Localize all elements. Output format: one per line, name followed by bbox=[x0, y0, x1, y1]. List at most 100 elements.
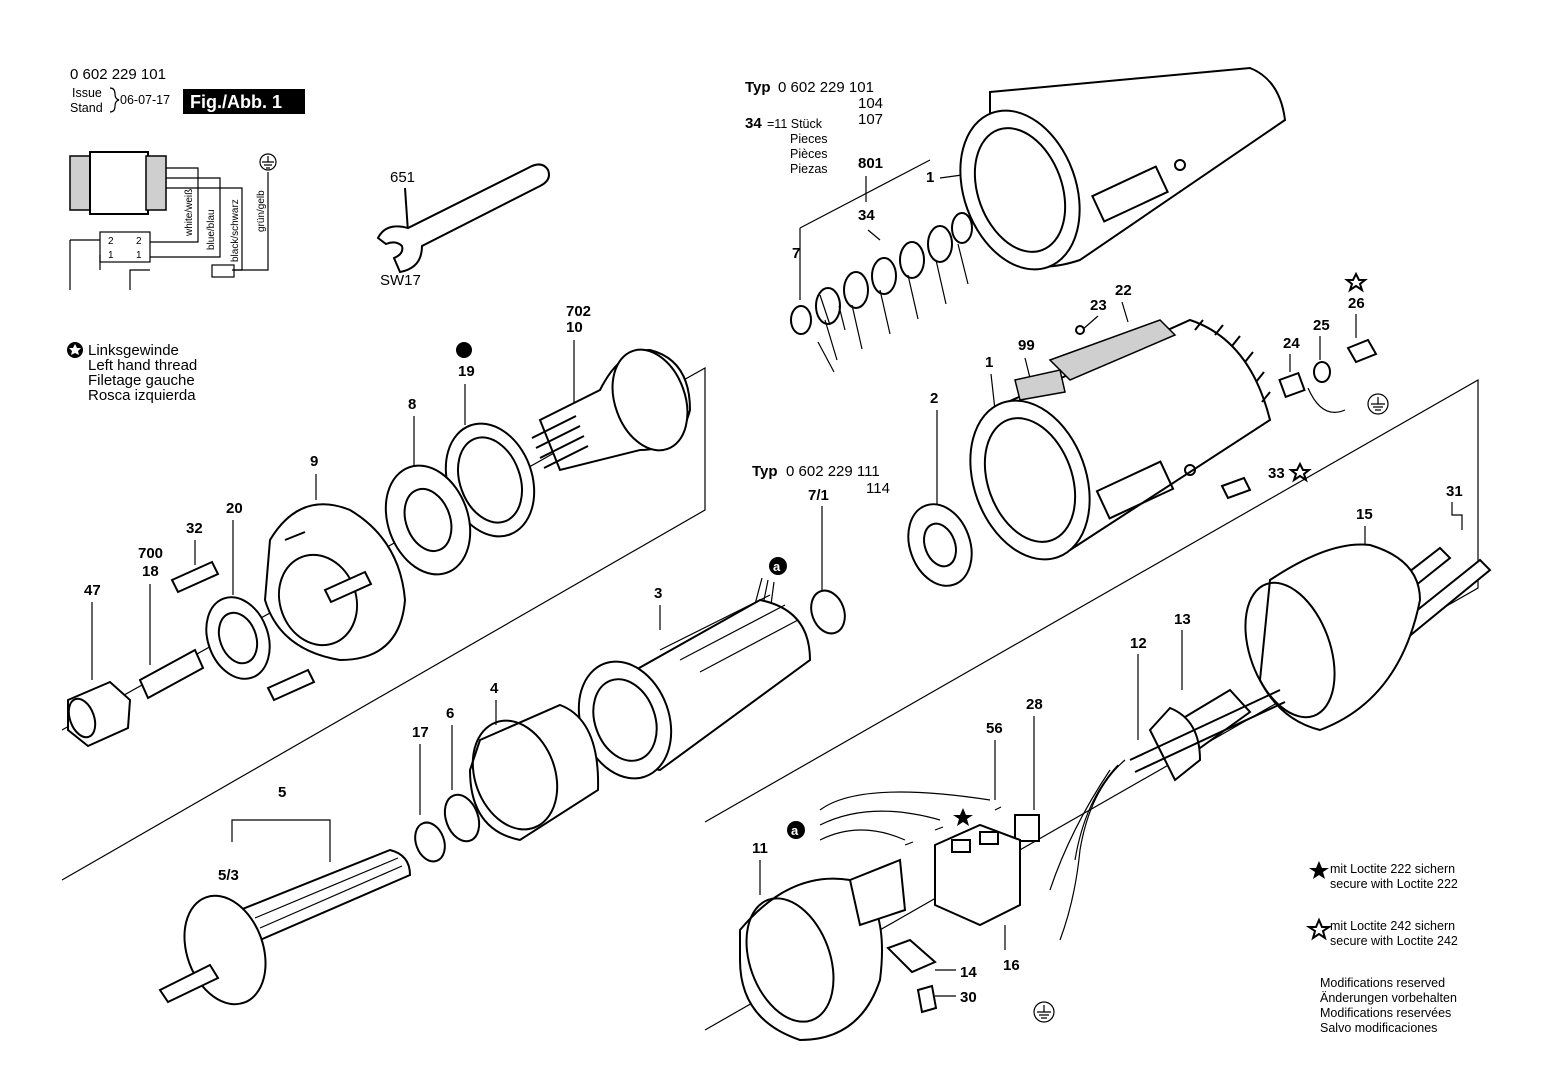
earth-lead bbox=[1307, 387, 1346, 413]
earth-icon-2 bbox=[1367, 393, 1389, 415]
loctite-222-note-icon bbox=[1309, 861, 1329, 879]
wiring-diagram: 2 2 1 1 white/weiß blue/blau black/schwa… bbox=[69, 151, 277, 290]
leaders-24-26 bbox=[1289, 314, 1357, 372]
callout-25: 25 bbox=[1313, 317, 1330, 334]
marker-a-1-text: a bbox=[773, 559, 781, 574]
callout-19: 19 bbox=[458, 363, 475, 380]
earth-symbol-2 bbox=[1371, 397, 1385, 411]
header: 0 602 229 101 Issue Stand 06-07-17 Fig./… bbox=[70, 66, 305, 115]
rotor-assembly: a a 3 4 6 17 5 5/3 bbox=[158, 557, 812, 1006]
callout-31: 31 bbox=[1446, 483, 1463, 500]
brush-ring-2 bbox=[843, 271, 869, 309]
open-end-wrench bbox=[376, 163, 550, 274]
callout-24: 24 bbox=[1283, 335, 1300, 352]
pieces-ref: 34 bbox=[745, 115, 762, 132]
armature-slots bbox=[254, 857, 403, 929]
type-104: 104 bbox=[858, 95, 883, 112]
loctite-222-de: mit Loctite 222 sichern bbox=[1330, 862, 1455, 876]
stand-label: Stand bbox=[70, 101, 103, 115]
brush-holder-11-face bbox=[745, 897, 835, 1023]
brush-holder-11 bbox=[739, 877, 883, 1042]
leader-5 bbox=[231, 819, 331, 862]
terminal-1b: 1 bbox=[136, 250, 142, 261]
callout-30: 30 bbox=[960, 989, 977, 1006]
screw-33: 33 bbox=[1220, 461, 1312, 500]
ring-17 bbox=[414, 821, 446, 863]
callout-7: 7 bbox=[792, 245, 800, 262]
clamp-24 bbox=[1278, 371, 1306, 399]
modifications-fr: Modifications reservées bbox=[1320, 1006, 1451, 1020]
housing-top-plate bbox=[1091, 165, 1169, 223]
washer-25 bbox=[1313, 361, 1331, 383]
motor-housing-front bbox=[969, 399, 1091, 561]
bearing-6 bbox=[443, 793, 481, 843]
figure-label-box bbox=[183, 89, 305, 114]
callout-7-1: 7/1 bbox=[808, 487, 829, 504]
legend-line-4: Rosca izquierda bbox=[88, 387, 196, 404]
brush-holder-11-block bbox=[848, 858, 907, 927]
typ-label-1: Typ bbox=[745, 79, 771, 96]
callout-12: 12 bbox=[1130, 635, 1147, 652]
callout-17: 17 bbox=[412, 724, 429, 741]
callout-18: 18 bbox=[142, 563, 159, 580]
ring-7-1 bbox=[810, 589, 846, 635]
spindle-thread bbox=[531, 415, 589, 469]
bearing-8 bbox=[384, 464, 472, 576]
cooling-fins bbox=[1194, 319, 1271, 403]
armature-shaft bbox=[158, 963, 220, 1004]
brush-ring-3 bbox=[871, 257, 897, 295]
switch-terminal-a bbox=[951, 839, 971, 853]
callout-6: 6 bbox=[446, 705, 454, 722]
pieces-fr: Pièces bbox=[790, 147, 828, 161]
clip-14 bbox=[886, 938, 937, 974]
callout-11: 11 bbox=[752, 840, 768, 857]
wire-black: black/schwarz bbox=[230, 199, 241, 262]
screw-32b bbox=[323, 570, 373, 604]
callout-33: 33 bbox=[1268, 465, 1285, 482]
brace bbox=[109, 87, 120, 113]
flange-9 bbox=[263, 503, 407, 662]
bearing-20-bore bbox=[217, 611, 259, 665]
type-114: 114 bbox=[866, 480, 890, 497]
motor-cap-left bbox=[69, 155, 93, 211]
legend-line-3: Filetage gauche bbox=[88, 372, 195, 389]
loctite-242-note-icon bbox=[1305, 917, 1333, 941]
sleeve-4-face bbox=[471, 719, 559, 831]
callout-700: 700 bbox=[138, 545, 163, 562]
earth-terminal bbox=[211, 264, 235, 278]
wire-green-yellow: grün/gelb bbox=[256, 190, 267, 232]
leader-1-top bbox=[939, 174, 963, 179]
screw-33-shape bbox=[1220, 476, 1252, 500]
legend-left-hand-thread: Linksgewinde Left hand thread Filetage g… bbox=[67, 342, 197, 404]
modifications-es: Salvo modificaciones bbox=[1320, 1021, 1437, 1035]
sleeve-4 bbox=[468, 703, 600, 842]
brush-ring-6 bbox=[951, 212, 973, 244]
legend-line-1: Linksgewinde bbox=[88, 342, 179, 359]
callout-9: 9 bbox=[310, 453, 318, 470]
wrench-651: 651 SW17 bbox=[376, 163, 550, 289]
bearing-8-bore bbox=[403, 488, 453, 552]
callout-4: 4 bbox=[490, 680, 499, 697]
star-glyph bbox=[69, 344, 81, 355]
terminal-1a: 1 bbox=[108, 250, 114, 261]
leads-a bbox=[819, 791, 991, 841]
callout-32: 32 bbox=[186, 520, 203, 537]
callout-56: 56 bbox=[986, 720, 1003, 737]
pieces-es: Piezas bbox=[790, 162, 828, 176]
callout-801: 801 bbox=[858, 155, 883, 172]
terminal-2a: 2 bbox=[108, 236, 114, 247]
housing-hole bbox=[1184, 464, 1196, 476]
callout-3: 3 bbox=[654, 585, 662, 602]
switch-terminal-b bbox=[979, 831, 999, 845]
screw-32c bbox=[266, 668, 316, 702]
spindle-assembly: 702 10 19 8 9 32 20 700 18 47 bbox=[67, 303, 692, 748]
pieces-count: =11 Stück bbox=[767, 117, 823, 131]
brush-set: 801 34 7 bbox=[790, 155, 973, 373]
cover-15-opening bbox=[1244, 581, 1336, 719]
callout-47: 47 bbox=[84, 582, 101, 599]
callout-26: 26 bbox=[1348, 295, 1365, 312]
callout-8: 8 bbox=[408, 396, 416, 413]
o-ring-7 bbox=[790, 305, 812, 335]
loctite-222-en: secure with Loctite 222 bbox=[1330, 877, 1458, 891]
